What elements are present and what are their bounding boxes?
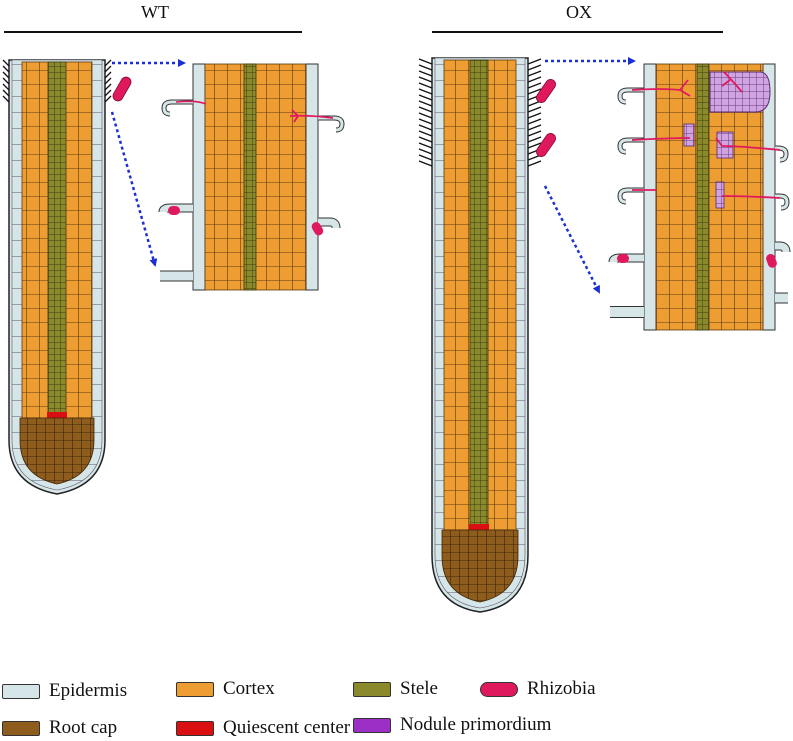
- legend-swatch-rhizobia: [480, 681, 518, 697]
- ox-zoom-rhizobium-1: [617, 254, 629, 263]
- legend-label-rhizobia: Rhizobia: [527, 678, 596, 699]
- wt-zoom-panel: [158, 63, 345, 291]
- wt-zoom-thread-2: [289, 109, 334, 123]
- ox-zoom-stele: [696, 63, 710, 331]
- wt-quiescent-center: [47, 412, 67, 418]
- wt-zoom-rhizobium-2: [311, 222, 324, 236]
- ox-nodule-primordium-large: [709, 71, 771, 113]
- legend-label-root-cap: Root cap: [49, 717, 118, 738]
- legend-label-epidermis: Epidermis: [49, 680, 128, 701]
- ox-zoom-right-hairs: [775, 145, 791, 304]
- wt-zoom-hair-5-fill: [318, 218, 340, 229]
- legend-item-epidermis: Epidermis: [2, 680, 127, 702]
- ox-arrow-down: [543, 185, 601, 294]
- ox-root-hairs-left: [418, 58, 433, 167]
- legend-item-cortex: Cortex: [176, 678, 275, 700]
- ox-title: OX: [566, 2, 592, 22]
- legend-item-quiescent-center: Quiescent center: [176, 717, 350, 739]
- ox-root-cap: [441, 529, 519, 603]
- legend-label-cortex: Cortex: [223, 678, 275, 699]
- figure-canvas: WT OX: [2, 2, 791, 613]
- wt-arrow-down: [110, 111, 158, 267]
- legend-item-root-cap: Root cap: [2, 717, 117, 739]
- legend-label-nodule-primordium: Nodule primordium: [400, 714, 552, 735]
- ox-zoom-infection-threads: [631, 71, 781, 199]
- wt-stele: [47, 61, 67, 419]
- ox-root-hairs-right: [527, 58, 542, 167]
- legend-swatch-cortex: [176, 681, 214, 697]
- wt-zoom-epidermis-left: [192, 63, 206, 291]
- wt-root: [2, 59, 132, 495]
- wt-title: WT: [141, 2, 169, 22]
- ox-root: [418, 57, 556, 613]
- legend-item-stele: Stele: [353, 678, 438, 700]
- wt-zoom-hair-4-fill: [318, 116, 344, 132]
- ox-quiescent-center: [469, 524, 489, 530]
- wt-rhizobium-free: [112, 76, 132, 102]
- legend: Epidermis Cortex Stele Rhizobia Root cap…: [0, 672, 793, 741]
- legend-label-quiescent-center: Quiescent center: [223, 717, 351, 738]
- wt-zoom-rhizobium-1: [168, 206, 180, 215]
- legend-swatch-nodule-primordium: [353, 717, 391, 733]
- wt-root-hairs-right: [104, 59, 112, 103]
- wt-zoom-thread-1: [175, 100, 207, 105]
- legend-item-rhizobia: Rhizobia: [480, 678, 596, 700]
- ox-rhizobium-free-1: [536, 79, 556, 103]
- legend-label-stele: Stele: [400, 678, 438, 699]
- wt-zoom-epidermis-right: [305, 63, 319, 291]
- legend-swatch-root-cap: [2, 720, 40, 736]
- ox-zoom-epidermis-left: [643, 63, 657, 331]
- ox-zoom-left-hairs: [608, 87, 644, 318]
- legend-swatch-quiescent-center: [176, 720, 214, 736]
- ox-nodule-primordium-1: [683, 123, 695, 147]
- ox-stele: [469, 59, 489, 531]
- legend-swatch-epidermis: [2, 683, 40, 699]
- wt-root-hairs-left: [2, 59, 10, 103]
- ox-zoom-rhizobium-2: [766, 253, 777, 268]
- ox-rhizobium-free-2: [536, 133, 556, 157]
- ox-nodule-primordium-3: [715, 181, 725, 209]
- legend-item-nodule-primordium: Nodule primordium: [353, 714, 551, 736]
- wt-zoom-stele: [243, 63, 257, 291]
- legend-swatch-stele: [353, 681, 391, 697]
- ox-zoom-panel: [608, 63, 791, 331]
- wt-zoom-hair-1-fill: [162, 100, 193, 116]
- ox-nodule-primordium-2: [716, 131, 734, 159]
- wt-root-cap: [19, 417, 95, 485]
